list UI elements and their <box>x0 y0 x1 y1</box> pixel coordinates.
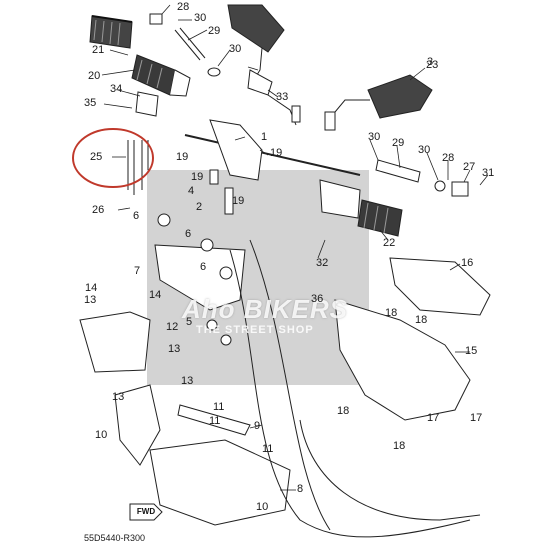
part-label-9: 9 <box>254 420 261 432</box>
part-label-35: 35 <box>84 97 97 109</box>
part-label-17a: 17 <box>427 412 440 424</box>
part-label-1: 1 <box>261 131 268 143</box>
part-label-16: 16 <box>461 257 474 269</box>
part-label-18c: 18 <box>337 405 350 417</box>
part-label-28a: 28 <box>177 1 190 13</box>
part-label-31: 31 <box>482 167 495 179</box>
part-label-32: 32 <box>316 257 329 269</box>
cowl-12-part <box>79 311 151 373</box>
part-label-2: 2 <box>196 201 203 213</box>
part-label-18b: 18 <box>415 314 428 326</box>
part-label-3: 3 <box>427 56 434 68</box>
part-label-29b: 29 <box>392 137 405 149</box>
leader-lines <box>101 4 489 491</box>
washer-6c <box>219 266 233 280</box>
part-label-25: 25 <box>90 151 103 163</box>
part-label-19b: 19 <box>270 147 283 159</box>
watermark-text: Aho BIKERS <box>182 294 348 324</box>
rail-9-part <box>177 404 251 436</box>
part-label-30d: 30 <box>418 144 431 156</box>
part-label-6c: 6 <box>200 261 207 273</box>
bolt-28-part <box>149 13 163 25</box>
washer-5 <box>206 319 218 331</box>
part-label-19d: 19 <box>232 195 245 207</box>
part-label-19a: 19 <box>176 151 189 163</box>
left-grip-part <box>89 15 133 49</box>
fwd-tag: FWD <box>136 507 156 516</box>
washer-6a <box>157 213 171 227</box>
part-label-20: 20 <box>88 70 101 82</box>
part-label-21: 21 <box>92 44 105 56</box>
lower-cowl-8-part <box>149 439 291 526</box>
left-switch-part <box>135 91 159 117</box>
diagram-code: 55D5440-R300 <box>84 533 146 543</box>
part-label-13d: 13 <box>112 391 125 403</box>
part-label-18d: 18 <box>393 440 406 452</box>
handlebar-part <box>184 134 361 176</box>
part-label-36: 36 <box>311 293 324 305</box>
part-label-23: 23 <box>426 59 439 71</box>
part-label-22: 22 <box>383 237 396 249</box>
right-mirror-part <box>324 74 433 131</box>
part-label-26: 26 <box>92 204 105 216</box>
part-label-14a: 14 <box>85 282 98 294</box>
part-label-34: 34 <box>110 83 123 95</box>
part-label-6a: 6 <box>133 210 140 222</box>
headlight-15-part <box>334 299 471 421</box>
bracket-2-part <box>154 244 246 311</box>
right-switch-part <box>319 179 361 219</box>
part-label-30a: 30 <box>194 12 207 24</box>
washer-6b <box>200 238 214 252</box>
part-label-11a: 11 <box>213 401 225 413</box>
part-label-6b: 6 <box>185 228 192 240</box>
part-label-30b: 30 <box>229 43 242 55</box>
left-mirror-part <box>227 4 301 126</box>
highlight-circle <box>72 128 154 188</box>
cable-long-3 <box>299 419 481 521</box>
part-label-12: 12 <box>166 321 179 333</box>
block-4-part <box>209 169 219 185</box>
part-label-13c: 13 <box>181 375 194 387</box>
part-label-8: 8 <box>297 483 304 495</box>
ring-30b-part <box>434 180 446 192</box>
rod-29-part <box>174 27 206 61</box>
part-label-11b: 11 <box>209 415 221 427</box>
part-label-27: 27 <box>463 161 476 173</box>
part-label-7: 7 <box>134 265 141 277</box>
part-label-17b: 17 <box>470 412 483 424</box>
part-label-33: 33 <box>276 91 289 103</box>
holder-1-part <box>209 119 263 181</box>
right-grip-part <box>357 159 421 237</box>
part-label-18a: 18 <box>385 307 398 319</box>
block-2-part <box>224 187 234 215</box>
part-label-11c: 11 <box>262 443 274 455</box>
part-label-13b: 13 <box>168 343 181 355</box>
part-label-5: 5 <box>186 316 193 328</box>
cover-10-part <box>114 384 161 466</box>
watermark-subtext: THE STREET SHOP <box>196 324 314 336</box>
fwd-arrow-shape <box>129 503 163 521</box>
washer-4 <box>220 334 232 346</box>
part-label-4: 4 <box>188 185 195 197</box>
part-label-15: 15 <box>465 345 478 357</box>
ring-30-part <box>207 67 221 77</box>
part-label-30c: 30 <box>368 131 381 143</box>
part-label-19c: 19 <box>191 171 204 183</box>
part-label-13a: 13 <box>84 294 97 306</box>
part-label-14b: 14 <box>149 289 162 301</box>
meter-16-part <box>389 257 491 316</box>
cable-long-1 <box>229 249 471 538</box>
part-label-10a: 10 <box>95 429 108 441</box>
part-label-29a: 29 <box>208 25 221 37</box>
throttle-grip-part <box>131 54 191 97</box>
block-27-part <box>451 181 469 197</box>
cable-long-2 <box>249 239 331 531</box>
part-label-28b: 28 <box>442 152 455 164</box>
part-label-10b: 10 <box>256 501 269 513</box>
cable-25-part <box>127 140 149 195</box>
